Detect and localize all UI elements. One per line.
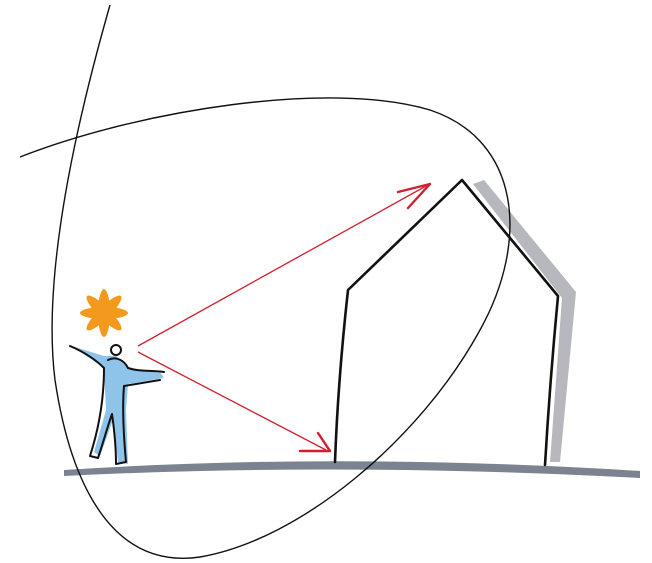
ground-line — [64, 461, 640, 478]
arrow-to-wall-base — [137, 351, 332, 453]
house-outline — [333, 178, 560, 467]
sun-burst-icon — [80, 289, 128, 337]
person-head — [110, 344, 122, 356]
arrow-to-roof — [137, 182, 432, 347]
person-outline — [69, 345, 165, 465]
house-shadow — [473, 180, 576, 462]
person-body — [72, 346, 164, 464]
boundary-curve — [19, 4, 511, 559]
person-figure — [69, 344, 165, 465]
